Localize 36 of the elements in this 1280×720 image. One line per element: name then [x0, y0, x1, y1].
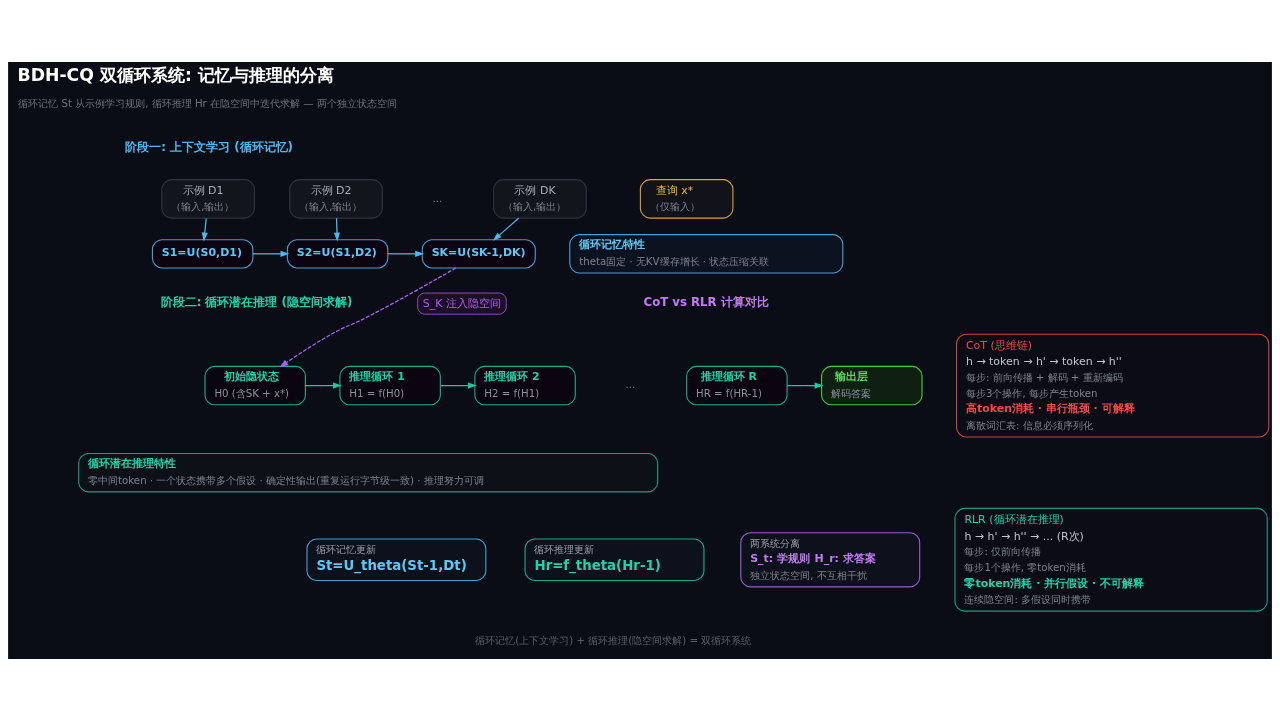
node-box: 循环记忆更新 St=U_theta(St-1,Dt)	[306, 537, 487, 581]
node-box: 示例 DK （输入,输出）	[493, 178, 587, 219]
arrow	[786, 382, 824, 389]
node-box: 示例 D2 （输入,输出）	[289, 178, 383, 219]
node-box: 查询 x* （仅输入）	[639, 178, 734, 219]
node-box: 推理循环 R HR = f(HR-1)	[686, 365, 788, 405]
node-box: CoT (思维链) h → token → h' → token → h'' 每步: 前向传播 + 解码 + 重新编码 每步3个操作, 每步产生token 高token消耗 · 串行瓶颈 · 可解释 离散词汇表: 信息必须序列化	[956, 333, 1270, 438]
arrow	[252, 250, 290, 257]
node-box: RLR (循环潜在推理) h → h' → h'' → ... (R次) 每步: 仅前向传播 每步1个操作, 零token消耗 零token消耗 · 并行假设 · 不可解释 连续隐空间: 多假设同时携带	[954, 507, 1268, 612]
label: ...	[432, 192, 443, 204]
label: ...	[625, 378, 636, 390]
node-box: 循环推理更新 Hr=f_theta(Hr-1)	[524, 537, 705, 581]
node-box: 初始隐状态 H0 (含SK + x*)	[204, 365, 306, 405]
node-box: SK=U(SK-1,DK)	[421, 238, 536, 268]
arrow	[439, 382, 477, 389]
node-box: 循环潜在推理特性 零中间token · 一个状态携带多个假设 · 确定性输出(重复运行字节级一致) · 推理努力可调	[78, 452, 659, 492]
arrow	[279, 266, 457, 367]
label: 循环记忆 St 从示例学习规则, 循环推理 Hr 在隐空间中迭代求解 — 两个独立状态空间	[18, 97, 397, 109]
node-box: 循环记忆特性 theta固定 · 无KV缓存增长 · 状态压缩关联	[569, 233, 844, 274]
label: 阶段一: 上下文学习 (循环记忆)	[125, 139, 293, 154]
diagram-title: BDH-CQ 双循环系统: 记忆与推理的分离	[17, 64, 334, 85]
arrow	[387, 250, 424, 257]
edge-label: S_K 注入隐空间	[422, 296, 501, 310]
arrow	[304, 382, 342, 389]
arrow	[201, 217, 208, 241]
node-box: S2=U(S1,D2)	[286, 238, 389, 268]
node-box: 两系统分离 S_t: 学规则 H_r: 求答案 独立状态空间, 不互相干扰	[740, 531, 921, 587]
node-box: 示例 D1 （输入,输出）	[161, 178, 255, 219]
label: 阶段二: 循环潜在推理 (隐空间求解)	[160, 294, 353, 309]
label: CoT vs RLR 计算对比	[643, 294, 769, 309]
arrow	[492, 217, 520, 241]
node-box: S1=U(S0,D1)	[151, 238, 254, 268]
node-box: 输出层 解码答案	[821, 365, 923, 405]
node-box: 推理循环 1 H1 = f(H0)	[339, 365, 441, 405]
node-box: 推理循环 2 H2 = f(H1)	[474, 365, 576, 405]
arrow	[333, 217, 341, 241]
